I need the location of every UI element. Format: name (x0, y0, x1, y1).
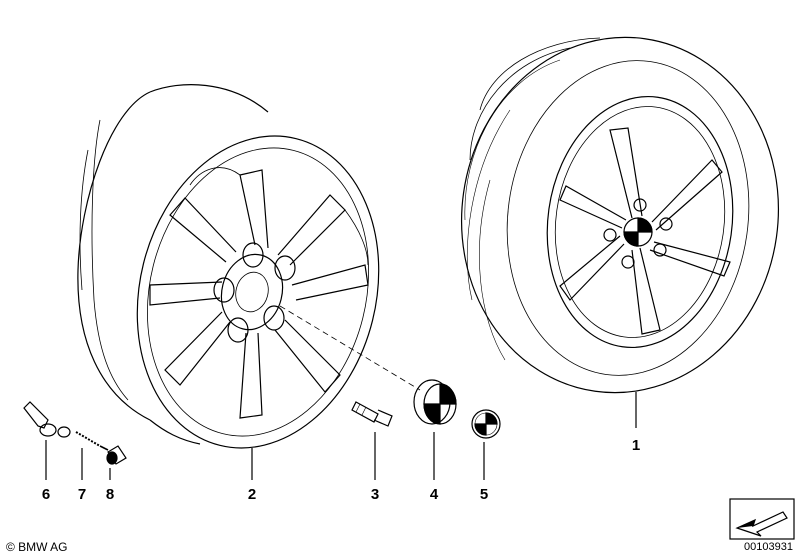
wheel-bolt (351, 401, 393, 427)
callout-8: 8 (105, 486, 115, 503)
callout-2: 2 (247, 486, 257, 503)
callout-7: 7 (77, 486, 87, 503)
diagram-number: 00103931 (744, 541, 793, 553)
tire-valve (23, 401, 71, 438)
callout-3: 3 (370, 486, 380, 503)
alloy-wheel-rim (77, 84, 380, 449)
callout-4: 4 (429, 486, 439, 503)
complete-wheel-with-tire (460, 36, 780, 394)
callout-1: 1 (631, 437, 641, 454)
callout-6: 6 (41, 486, 51, 503)
callout-5: 5 (479, 486, 489, 503)
arrow-frame-icon[interactable] (729, 498, 795, 540)
hub-cap (413, 379, 457, 425)
wheel-emblem (471, 409, 501, 439)
valve-cap (106, 445, 127, 465)
assembly-line (279, 305, 421, 391)
valve-core (75, 431, 109, 451)
copyright-text: © BMW AG (6, 540, 68, 554)
